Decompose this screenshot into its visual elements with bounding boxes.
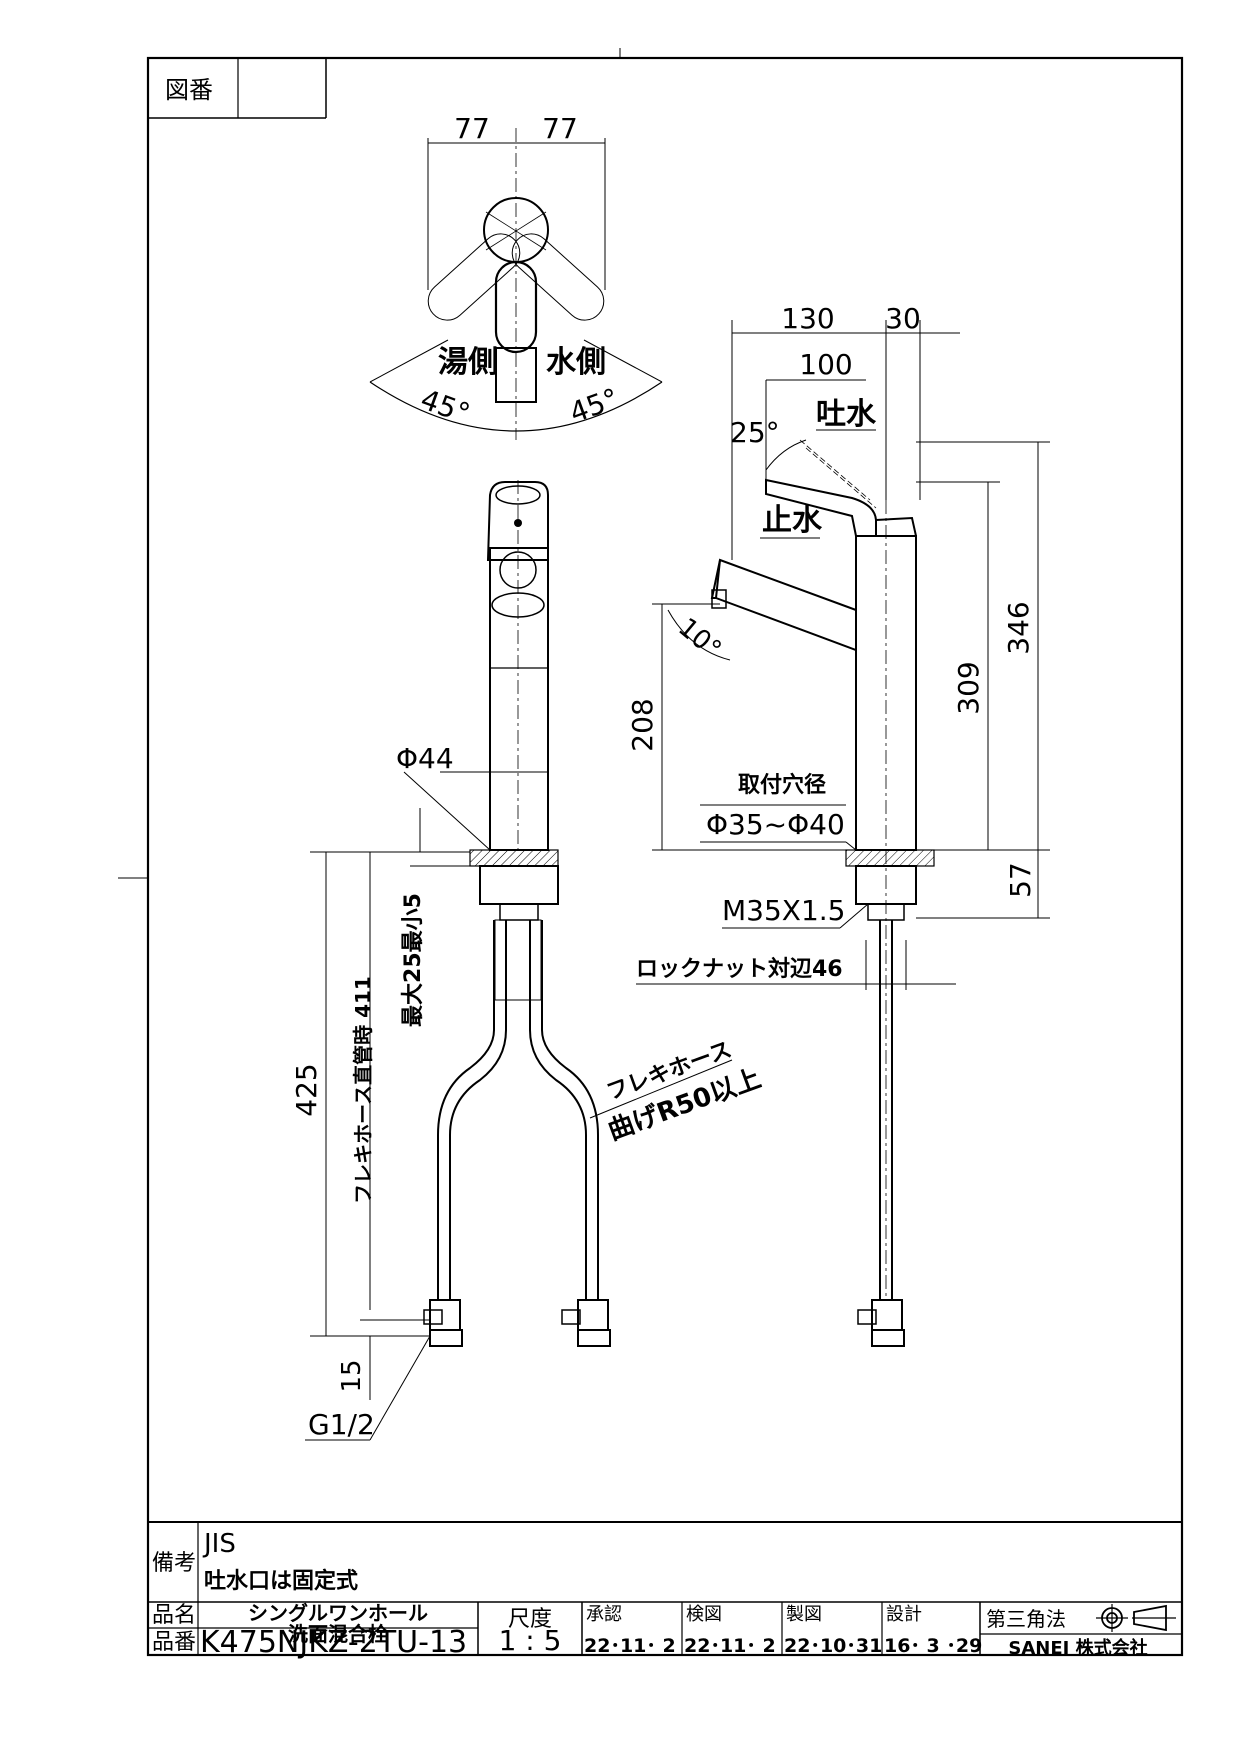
scale-label: 尺度 bbox=[508, 1607, 552, 1632]
dim-309: 309 bbox=[952, 661, 985, 714]
part-label: 品番 bbox=[152, 1630, 196, 1655]
fig-no-label: 図番 bbox=[165, 76, 213, 104]
company-name: SANEI 株式会社 bbox=[1008, 1637, 1147, 1659]
checked-date: 22･11･ 2 bbox=[684, 1635, 776, 1657]
name-line1: シングルワンホール bbox=[248, 1601, 428, 1625]
angle-left: 45° bbox=[416, 383, 474, 431]
hot-side-label: 湯側 bbox=[438, 345, 498, 380]
hose-length-label: フレキホース直管時 411 bbox=[351, 976, 375, 1204]
top-view: 77 77 湯側 水側 45° 45° bbox=[369, 112, 663, 440]
remarks-label: 備考 bbox=[152, 1551, 196, 1576]
hole-label: 取付穴径 bbox=[738, 772, 826, 798]
remarks-line1: JIS bbox=[202, 1529, 236, 1559]
mount-thread: M35X1.5 bbox=[722, 894, 846, 927]
spout-label: 吐水 bbox=[816, 397, 877, 432]
dim-57: 57 bbox=[1004, 862, 1037, 898]
approved-label: 承認 bbox=[586, 1604, 622, 1625]
dim-208: 208 bbox=[626, 698, 659, 751]
thread-height-label: 15 bbox=[337, 1359, 367, 1392]
name-line2: 洗面混合栓 bbox=[288, 1622, 388, 1646]
cold-side-label: 水側 bbox=[546, 345, 606, 380]
top-dim-left: 77 bbox=[454, 112, 490, 145]
dim-100: 100 bbox=[799, 348, 852, 381]
title-block: 備考 JIS 吐水口は固定式 品名 シングルワンホール 洗面混合栓 品番 K47… bbox=[148, 1521, 1182, 1660]
diameter-label: Φ44 bbox=[396, 742, 454, 775]
approved-date: 22･11･ 2 bbox=[584, 1635, 676, 1657]
dim-30: 30 bbox=[885, 302, 921, 335]
drawn-date: 22･10･31 bbox=[784, 1635, 882, 1657]
remarks-line2: 吐水口は固定式 bbox=[204, 1568, 358, 1594]
top-dim-right: 77 bbox=[542, 112, 578, 145]
dim-130: 130 bbox=[781, 302, 834, 335]
name-label: 品名 bbox=[152, 1603, 196, 1628]
angle-25: 25° bbox=[730, 416, 780, 449]
drawn-label: 製図 bbox=[786, 1604, 822, 1625]
side-view: 130 30 100 吐水 25° 止水 10° 346 309 57 208 … bbox=[626, 302, 1050, 1347]
stop-label: 止水 bbox=[762, 503, 823, 538]
checked-label: 検図 bbox=[686, 1604, 722, 1625]
hole-size: Φ35~Φ40 bbox=[706, 808, 845, 841]
angle-10: 10° bbox=[672, 612, 727, 665]
third-angle-projection-icon bbox=[1096, 1604, 1176, 1632]
angle-right: 45° bbox=[565, 382, 623, 430]
dim-346: 346 bbox=[1002, 601, 1035, 654]
total-length-label: 425 bbox=[290, 1063, 323, 1116]
thread-label: G1/2 bbox=[308, 1408, 375, 1441]
drawing-frame bbox=[146, 56, 1184, 1657]
design-date: 16･ 3 ･29 bbox=[884, 1635, 982, 1657]
design-label: 設計 bbox=[886, 1604, 922, 1625]
scale-value: 1 : 5 bbox=[499, 1624, 562, 1657]
projection-label: 第三角法 bbox=[986, 1607, 1066, 1631]
max-thickness-label: 最大25最小5 bbox=[401, 893, 426, 1027]
locknut-label: ロックナット対辺46 bbox=[636, 957, 843, 982]
part-number: K475NJKZ-2TU-13 bbox=[200, 1625, 467, 1660]
fig-no-box: 図番 bbox=[148, 58, 327, 119]
